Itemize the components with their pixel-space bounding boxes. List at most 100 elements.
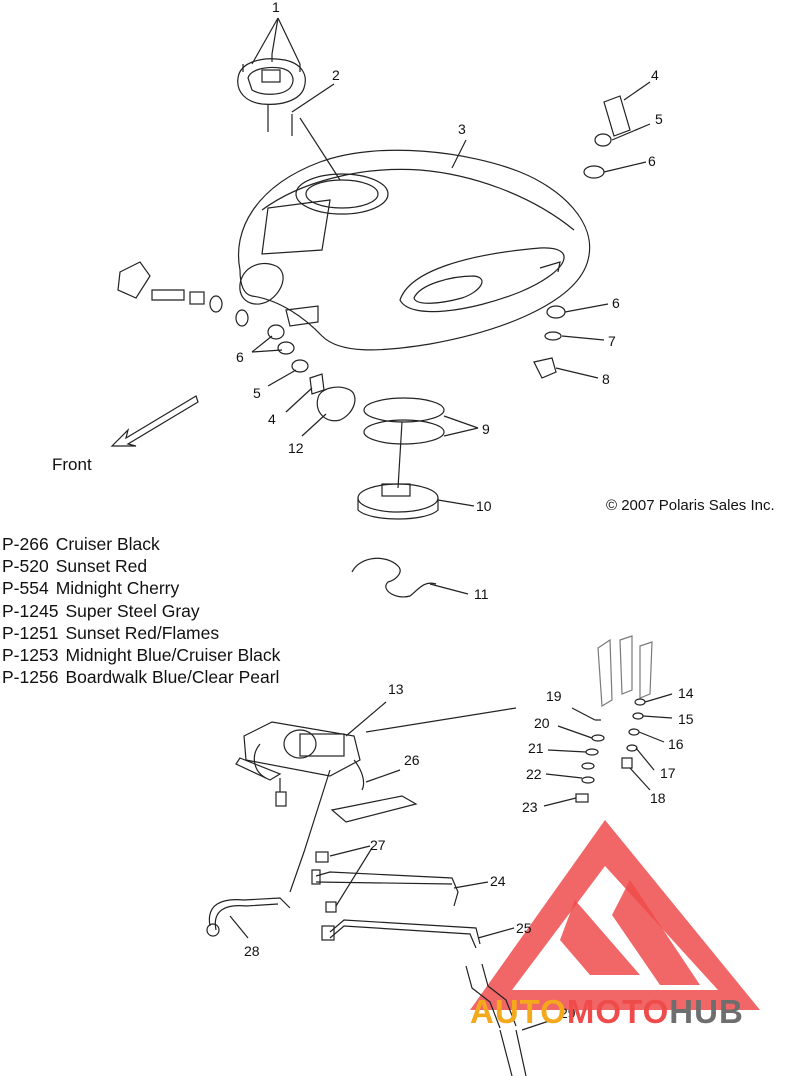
fuel-cap-assembly — [237, 17, 306, 136]
leader-10 — [437, 499, 475, 507]
front-label: Front — [52, 455, 92, 474]
callout-27: 27 — [370, 837, 386, 853]
leader-17 — [635, 747, 655, 771]
callout-12: 12 — [288, 440, 304, 456]
leader-6d — [251, 349, 283, 353]
callout-5: 5 — [655, 111, 663, 127]
leader-15 — [642, 715, 673, 719]
tank-gaskets — [363, 397, 445, 489]
callout-24: 24 — [490, 873, 506, 889]
leader-29 — [521, 1019, 553, 1031]
callout-18: 18 — [650, 790, 666, 806]
leader-19 — [571, 707, 596, 721]
color-name: Boardwalk Blue/Clear Pearl — [65, 667, 280, 688]
leader-6 — [603, 161, 647, 173]
leader-2 — [291, 83, 335, 113]
callout-15: 15 — [678, 711, 694, 727]
callout-16: 16 — [668, 736, 684, 752]
callout-11: 11 — [474, 586, 489, 602]
callout-13: 13 — [388, 681, 404, 697]
copyright-notice: © 2007 Polaris Sales Inc. — [606, 497, 775, 514]
leader-6b — [564, 303, 609, 313]
watermark-text: AUTOMOTOHUB — [470, 993, 744, 1031]
leader-7 — [561, 335, 605, 341]
legend-item: P-1245 Super Steel Gray — [2, 600, 280, 622]
callout-9: 9 — [482, 421, 490, 437]
callout-23: 23 — [522, 799, 538, 815]
leader-14 — [644, 693, 673, 703]
small-hardware-set — [575, 635, 653, 803]
color-code: P-1245 — [2, 600, 59, 621]
watermark-part2: MOTO — [566, 993, 670, 1030]
callout-29: 29 — [560, 1005, 576, 1021]
watermark-part3: HUB — [669, 993, 744, 1030]
leader-28 — [229, 915, 249, 939]
washer-bolt-set — [267, 324, 356, 422]
leader-8 — [555, 367, 599, 379]
leader-24 — [453, 881, 489, 889]
watermark-part1: AUTO — [470, 993, 567, 1030]
leader-9a — [443, 415, 479, 429]
leader-27b — [335, 847, 373, 907]
callout-4: 4 — [651, 67, 659, 83]
legend-item: P-1256 Boardwalk Blue/Clear Pearl — [2, 666, 280, 688]
color-name: Super Steel Gray — [65, 600, 200, 621]
leader-3 — [451, 139, 467, 169]
watermark-logo-icon — [470, 820, 760, 1010]
callout-5b: 5 — [253, 385, 261, 401]
fuel-pump-assembly — [235, 721, 365, 807]
callout-10: 10 — [476, 498, 492, 514]
callout-20: 20 — [534, 715, 550, 731]
leader-9b — [443, 427, 479, 437]
leader-18 — [629, 767, 651, 791]
mounting-bolt-set-upper — [583, 95, 631, 179]
callout-26: 26 — [404, 752, 420, 768]
color-code: P-1253 — [2, 645, 59, 666]
color-name: Midnight Blue/Cruiser Black — [65, 645, 281, 666]
color-code: P-266 — [2, 534, 49, 554]
leader-5 — [611, 123, 651, 141]
leader-25 — [477, 927, 515, 939]
callout-labels: 1 2 3 4 5 6 6 7 8 9 10 11 12 5 4 6 13 14… — [52, 0, 694, 1021]
color-code: P-520 — [2, 556, 49, 577]
callout-28: 28 — [244, 943, 260, 959]
leader-20 — [557, 725, 593, 739]
callout-8: 8 — [602, 371, 610, 387]
leader-5b — [267, 369, 297, 387]
leader-6c — [251, 335, 273, 353]
color-code: P-1256 — [2, 667, 59, 688]
leader-13 — [345, 701, 387, 737]
leader-16 — [638, 731, 665, 743]
leader-27a — [329, 845, 371, 857]
callout-6b: 6 — [612, 295, 620, 311]
leader-13b — [365, 707, 517, 733]
fuel-lines — [206, 769, 527, 1076]
mounting-bolt-set-lower — [533, 305, 566, 379]
callout-14: 14 — [678, 685, 694, 701]
callout-3: 3 — [458, 121, 466, 137]
callout-6: 6 — [648, 153, 656, 169]
fuel-gauge-sender — [117, 261, 284, 327]
leader-11 — [429, 583, 469, 595]
callout-2: 2 — [332, 67, 340, 83]
callout-17: 17 — [660, 765, 676, 781]
callout-19: 19 — [546, 688, 562, 704]
retaining-wire — [351, 557, 437, 598]
color-name: Midnight Cherry — [55, 578, 180, 599]
callout-4b: 4 — [268, 411, 276, 427]
fuel-tank — [238, 117, 591, 351]
callout-7: 7 — [608, 333, 616, 349]
fuel-pump-flange — [357, 483, 439, 520]
callout-22: 22 — [526, 766, 542, 782]
leader-21 — [547, 749, 587, 753]
leader-26 — [365, 769, 401, 783]
pump-bracket — [330, 795, 418, 823]
leader-12 — [301, 413, 327, 437]
color-code: P-1251 — [2, 622, 59, 643]
leader-22 — [545, 773, 583, 779]
